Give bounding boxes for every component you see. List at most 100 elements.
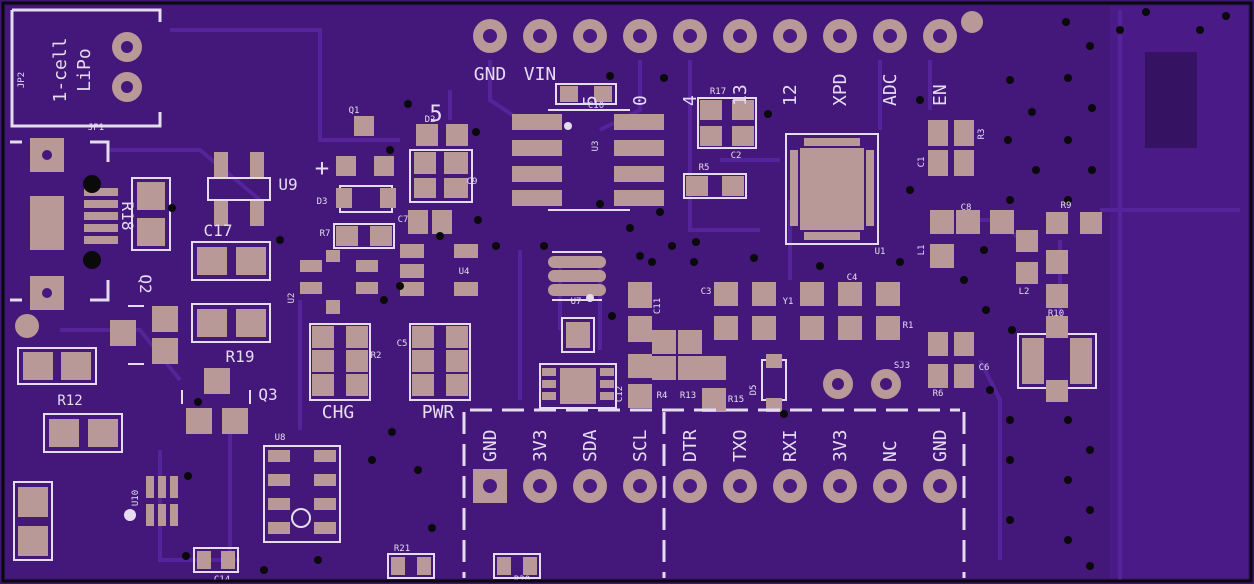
antenna-pad [1145, 52, 1197, 148]
designator-q3: Q3 [258, 385, 277, 404]
bottom-header-pad-6 [773, 469, 807, 503]
top-header-label-1: VIN [524, 64, 557, 85]
top-header-pad-6 [773, 19, 807, 53]
bottom-header-label-3: SCL [630, 429, 651, 462]
designator-d2: D2 [425, 115, 436, 125]
designator-c4: C4 [847, 273, 858, 283]
top-header-pads [473, 19, 957, 53]
top-header-label-9: EN [930, 84, 951, 106]
silkscreen-text: 1-cell LiPo JP2 JP1 Q1 D2 5 + D3 U9 R18 … [17, 37, 1071, 584]
top-header-pad-2 [573, 19, 607, 53]
battery-label-1: 1-cell [50, 37, 71, 102]
designator-r1: R1 [903, 321, 914, 331]
designator-c5: C5 [397, 339, 408, 349]
designator-r18: R18 [118, 202, 137, 231]
silk-five: 5 [429, 102, 442, 127]
top-header-label-7: XPD [830, 73, 851, 106]
resistor-array-r18 [83, 175, 118, 269]
bottom-header-label-7: 3V3 [830, 429, 851, 462]
designator-u7: U7 [571, 297, 582, 307]
designator-r6: R6 [933, 389, 944, 399]
smd-components [13, 83, 1102, 579]
fiducial-top [961, 11, 983, 33]
designator-r10: R10 [1048, 309, 1064, 319]
bottom-header-pad-1 [523, 469, 557, 503]
silk-chg: CHG [322, 402, 355, 423]
bottom-header-pad-3 [623, 469, 657, 503]
designator-d5: D5 [749, 385, 759, 396]
designator-q2: Q2 [136, 274, 155, 293]
designator-c3: C3 [701, 287, 712, 297]
designator-r17: R17 [710, 87, 726, 97]
designator-r5: R5 [699, 163, 710, 173]
designator-jp2: JP2 [17, 72, 27, 88]
top-header-label-8: ADC [880, 73, 901, 106]
bottom-header-label-5: TXO [730, 429, 751, 462]
bottom-header-outline [462, 408, 966, 578]
top-header-label-4: 4 [680, 95, 701, 106]
designator-r4: R4 [657, 391, 668, 401]
designator-u4: U4 [459, 267, 470, 277]
designator-q1: Q1 [349, 106, 360, 116]
bottom-header-label-9: GND [930, 429, 951, 462]
designator-jp1: JP1 [88, 123, 104, 133]
designator-u8: U8 [275, 433, 286, 443]
top-header-pad-9 [923, 19, 957, 53]
top-header-pad-5 [723, 19, 757, 53]
top-header-label-5: 13 [730, 84, 751, 106]
silk-plus: + [315, 154, 329, 182]
top-header-label-2: 5 [580, 95, 601, 106]
silk-pwr: PWR [422, 402, 455, 423]
bottom-header-pads [473, 469, 957, 503]
bottom-header-label-4: DTR [680, 429, 701, 462]
designator-c9: C9 [467, 177, 478, 187]
designator-u2: U2 [287, 293, 297, 304]
designator-d3: D3 [317, 197, 328, 207]
bottom-header-pad-7 [823, 469, 857, 503]
top-header-label-6: 12 [780, 84, 801, 106]
designator-r7: R7 [320, 229, 331, 239]
bottom-header-label-6: RXI [780, 429, 801, 462]
bottom-header-pad-2 [573, 469, 607, 503]
designator-sj3: SJ3 [894, 361, 910, 371]
designator-u1: U1 [875, 247, 886, 257]
bottom-header-pad-9 [923, 469, 957, 503]
designator-r13: R13 [680, 391, 696, 401]
bottom-header-pad-4 [673, 469, 707, 503]
top-header-pad-1 [523, 19, 557, 53]
designator-r12: R12 [57, 393, 82, 409]
top-header-pad-4 [673, 19, 707, 53]
top-header-pad-8 [873, 19, 907, 53]
designator-c8: C8 [961, 203, 972, 213]
bottom-header-pad-5 [723, 469, 757, 503]
top-header-label-0: GND [474, 64, 507, 85]
designator-l2: L2 [1019, 287, 1030, 297]
designator-r3: R3 [977, 129, 987, 140]
designator-c6: C6 [979, 363, 990, 373]
designator-u10: U10 [131, 490, 141, 506]
designator-c11: C11 [653, 298, 663, 314]
designator-c10: C10 [588, 101, 604, 111]
bottom-header-label-8: NC [880, 440, 901, 462]
designator-r19: R19 [226, 347, 255, 366]
bottom-header-pad-0 [473, 469, 507, 503]
bottom-header-label-0: GND [480, 429, 501, 462]
top-header-pad-0 [473, 19, 507, 53]
top-header-pad-3 [623, 19, 657, 53]
battery-label-2: LiPo [74, 48, 95, 91]
designator-c7: C7 [398, 215, 409, 225]
designator-u3: U3 [591, 141, 601, 152]
bottom-header-label-1: 3V3 [530, 429, 551, 462]
battery-connector-jp2 [10, 8, 162, 128]
designator-c1: C1 [917, 157, 927, 168]
designator-r2: R2 [371, 351, 382, 361]
bottom-header-pad-8 [873, 469, 907, 503]
designator-c2: C2 [731, 151, 742, 161]
switch-jp1 [10, 138, 110, 338]
designator-r9: R9 [1061, 201, 1072, 211]
top-header-pad-7 [823, 19, 857, 53]
designator-c17: C17 [204, 221, 233, 240]
